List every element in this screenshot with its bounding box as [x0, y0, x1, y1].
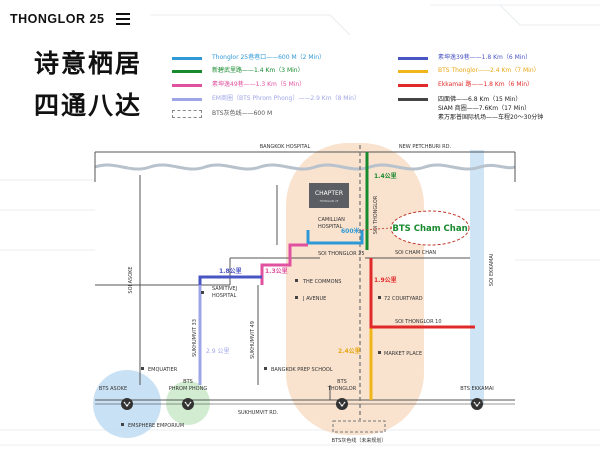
distance-1-9km: 1.9公里	[374, 276, 397, 284]
legend: Thonglor 25巷巷口——600 M（2 Min） 新碧武里路——1.4 …	[0, 0, 600, 130]
label-bts-asoke: BTS ASOKE	[99, 386, 127, 392]
station-icons	[95, 398, 515, 410]
cham-chan-label: BTS Cham Chan	[392, 224, 467, 234]
label-bangkok-prep: BANGKOK PREP SCHOOL	[271, 367, 333, 373]
label-camillian-2: HOSPITAL	[318, 224, 342, 230]
label-sukhumvit-rd: SUKHUMVIT RD.	[238, 410, 279, 416]
label-soi-thonglor-10: SOI THONGLOR 10	[395, 319, 442, 325]
label-the-commons: THE COMMONS	[302, 279, 341, 285]
route-thonglor25	[306, 230, 364, 245]
legend-text-sukhumvit39: 素坤逸39巷——1.8 Km（6 Min）	[438, 54, 532, 61]
distance-1-4km: 1.4公里	[374, 172, 397, 180]
chapter-logo: CHAPTER	[315, 190, 343, 197]
bts-grey-box	[332, 420, 386, 433]
label-emsphere: EMSPHERE EMPORIUM	[128, 423, 184, 429]
route-ekkamai	[369, 258, 475, 329]
label-sukhumvit-49: SUKHUMVIT 49	[250, 321, 256, 359]
chapter-building	[309, 183, 349, 208]
legend-swatch-petchaburi	[172, 70, 202, 73]
station-labels: BTS ASOKE BTS PHROM PHONG BTS THONGLOR B…	[99, 379, 494, 392]
bg-line	[499, 4, 521, 26]
cham-chan-pointer	[361, 227, 393, 231]
label-soi-cham-chan: SOI CHAM CHAN	[395, 250, 436, 256]
legend-text-petchaburi: 新碧武里路——1.4 Km（3 Min）	[212, 67, 304, 74]
headline-line-1: 诗意栖居	[34, 49, 143, 78]
place-markers	[121, 279, 381, 426]
legend-text-ekkamai: Ekkamai 路——1.8 Km（6 Min）	[438, 81, 534, 88]
label-bts-thonglor-1: BTS	[337, 379, 347, 385]
route-sukhumvit39	[198, 275, 262, 285]
marker-bangkok-prep	[264, 367, 267, 370]
label-soi-asoke: SOI ASOKE	[128, 266, 134, 293]
marker-the-commons	[295, 279, 298, 282]
menu-icon[interactable]	[116, 13, 130, 25]
legend-swatch-sukhumvit49	[172, 84, 202, 87]
legend-text-sukhumvit49: 素坤逸49巷——1.3 Km（5 Min）	[212, 81, 306, 88]
road-labels: BANGKOK HOSPITAL NEW PETCHBURI RD. SOI A…	[128, 144, 495, 416]
label-market-place: MARKET PLACE	[384, 351, 422, 357]
label-soi-ekkamai: SOI EKKAMAI	[489, 254, 495, 286]
legend-text-thonglor25: Thonglor 25巷巷口——600 M（2 Min）	[212, 54, 326, 61]
legend-swatch-thonglor25	[172, 57, 202, 60]
legend-swatch-ekkamai	[398, 84, 428, 87]
label-camillian-1: CAMILLIAN	[318, 217, 345, 223]
place-labels: CAMILLIAN HOSPITAL THE COMMONS J AVENUE …	[128, 217, 423, 429]
label-soi-thonglor-25: SOI THONGLOR 25	[318, 251, 365, 257]
bg-line	[329, 14, 351, 36]
train-icon	[184, 401, 192, 407]
label-samitivej-2: HOSPITAL	[212, 293, 236, 299]
label-j-avenue: J AVENUE	[302, 296, 326, 302]
distance-labels: 600米 1.4公里 1.9公里 2.4公里 1.8公里 1.3公里 2.9 公…	[206, 172, 397, 355]
thonglor-zone	[286, 143, 424, 435]
canal	[94, 163, 516, 171]
label-soi-thonglor: SOI THONGLOR	[373, 195, 379, 234]
legend-swatch-em	[172, 98, 202, 101]
label-bts-thonglor-2: THONGLOR	[327, 386, 357, 392]
marker-emquatier	[141, 367, 144, 370]
legend-swatch-far	[398, 98, 428, 101]
label-bangkok-hospital: BANGKOK HOSPITAL	[260, 144, 311, 150]
label-sukhumvit-33: SUKHUMVIT 33	[192, 319, 198, 357]
distance-1-3km: 1.3公里	[265, 267, 288, 275]
legend-text-bts-thonglor: BTS Thonglor——2.4 Km（7 Min）	[438, 67, 540, 74]
ekkamai-zone	[470, 150, 484, 405]
legend-swatch-sukhumvit39	[398, 57, 428, 60]
label-bts-ekkamai: BTS EKKAMAI	[460, 386, 494, 392]
label-emquatier: EMQUATIER	[148, 367, 178, 373]
label-new-petchburi: NEW PETCHBURI RD.	[399, 144, 452, 150]
headline-line-2: 四通八达	[34, 91, 143, 120]
distance-1-8km: 1.8公里	[219, 267, 242, 275]
distance-2-4km: 2.4公里	[338, 347, 361, 355]
legend-text-bts-grey: BTS灰色线——600 M	[212, 110, 273, 117]
legend-text-far: 四面佛——6.8 Km（15 Min） SIAM 商圈——7.6Km（17 Mi…	[438, 96, 544, 121]
label-samitivej-1: SAMITIVEJ	[212, 286, 237, 292]
marker-emsphere	[121, 423, 124, 426]
train-icon	[473, 401, 481, 407]
train-icon	[123, 401, 131, 407]
marker-72-courtyard	[378, 296, 381, 299]
background-lines	[0, 4, 600, 446]
roads	[94, 151, 516, 401]
label-72-courtyard: 72 COURTYARD	[384, 296, 423, 302]
legend-swatch-bts-thonglor	[398, 70, 428, 73]
route-sukhumvit49	[260, 243, 308, 285]
legend-swatch-bts-grey	[172, 110, 202, 118]
legend-text-em: EM商圈（BTS Phrom Phong）——2.9 Km（8 Min）	[212, 95, 360, 102]
marker-j-avenue	[295, 296, 298, 299]
marker-market-place	[378, 351, 381, 354]
brand-logo: THONGLOR 25	[10, 12, 105, 26]
label-bts-phrom-phong-1: BTS	[183, 379, 193, 385]
label-bts-phrom-phong-2: PHROM PHONG	[169, 386, 208, 392]
distance-600m: 600米	[341, 227, 360, 235]
marker-samitivej	[201, 291, 204, 294]
distance-2-9km: 2.9 公里	[206, 348, 229, 355]
train-icon	[338, 401, 346, 407]
chapter-sub: THONGLOR 25	[320, 199, 339, 203]
grey-line-label: BTS灰色线（未来规划）	[332, 437, 387, 444]
